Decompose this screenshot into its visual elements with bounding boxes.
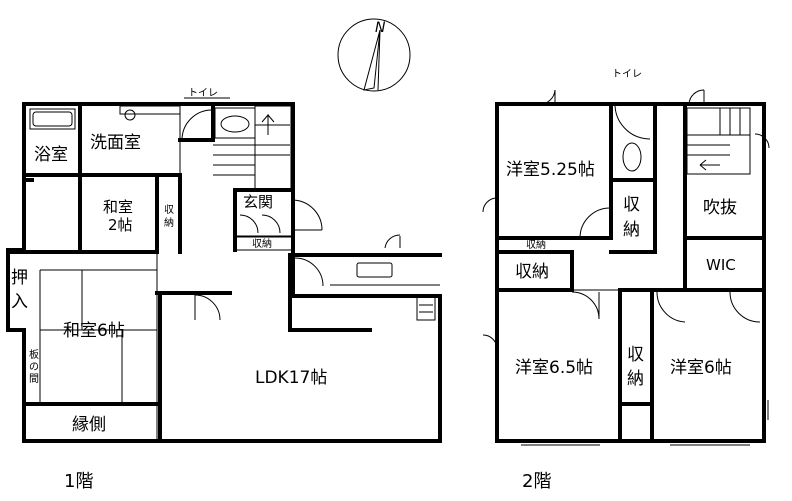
room-label-storage-c1: 収 xyxy=(627,345,644,365)
floor2-caption: 2階 xyxy=(522,471,551,492)
compass-needle xyxy=(363,29,381,91)
room-label-washitsu2-line2: 2帖 xyxy=(108,216,133,234)
room-label-bath: 浴室 xyxy=(34,145,68,165)
compass-north-label: N xyxy=(375,20,386,36)
room-label-oshiire-1: 押 xyxy=(11,268,28,288)
room-label-wic: WIC xyxy=(706,256,736,274)
room-label-storage-v2: 納 xyxy=(623,220,640,240)
room-label-itanoma-2: の xyxy=(29,362,39,373)
room-label-toilet-2f: トイレ xyxy=(612,69,642,80)
room-label-toilet-1f: トイレ xyxy=(188,88,218,99)
room-label-entrance: 玄関 xyxy=(243,193,273,211)
floor2-plan: トイレ 洋室5.25帖 収納 収納 収 納 吹抜 WIC 洋室6.5帖 収 納 … xyxy=(482,69,770,492)
room-label-itanoma-1: 板 xyxy=(29,348,39,361)
room-label-fukinuke: 吹抜 xyxy=(703,198,737,218)
room-label-youshitsu65: 洋室6.5帖 xyxy=(515,358,593,378)
room-label-entrance-storage: 収納 xyxy=(252,237,272,250)
room-label-washitsu2-line1: 和室 xyxy=(103,198,133,216)
room-label-washitsu6: 和室6帖 xyxy=(63,321,125,341)
room-label-engawa: 縁側 xyxy=(72,415,106,435)
room-label-storage-narrow: 収納 xyxy=(526,238,546,251)
room-label-youshitsu6: 洋室6帖 xyxy=(670,358,732,378)
room-label-itanoma-3: 間 xyxy=(29,373,39,385)
room-label-storage-c2: 納 xyxy=(627,369,644,389)
room-label-ldk: LDK17帖 xyxy=(255,368,327,388)
floor1-caption: 1階 xyxy=(64,471,93,492)
room-label-storage-a: 収納 xyxy=(515,262,549,282)
room-label-youshitsu525: 洋室5.25帖 xyxy=(506,160,595,180)
room-label-oshiire-2: 入 xyxy=(11,292,28,312)
room-label-washroom: 洗面室 xyxy=(90,133,141,153)
floor1-plan: 浴室 洗面室 トイレ 玄関 収納 和室 2帖 収 納 押 入 和室6帖 板 の … xyxy=(6,88,442,492)
compass-circle xyxy=(337,18,411,92)
room-label-storage-small-1: 収 xyxy=(164,204,174,216)
room-label-storage-v1: 収 xyxy=(623,195,640,215)
room-label-storage-small-2: 納 xyxy=(164,216,174,229)
compass: N xyxy=(337,18,411,92)
